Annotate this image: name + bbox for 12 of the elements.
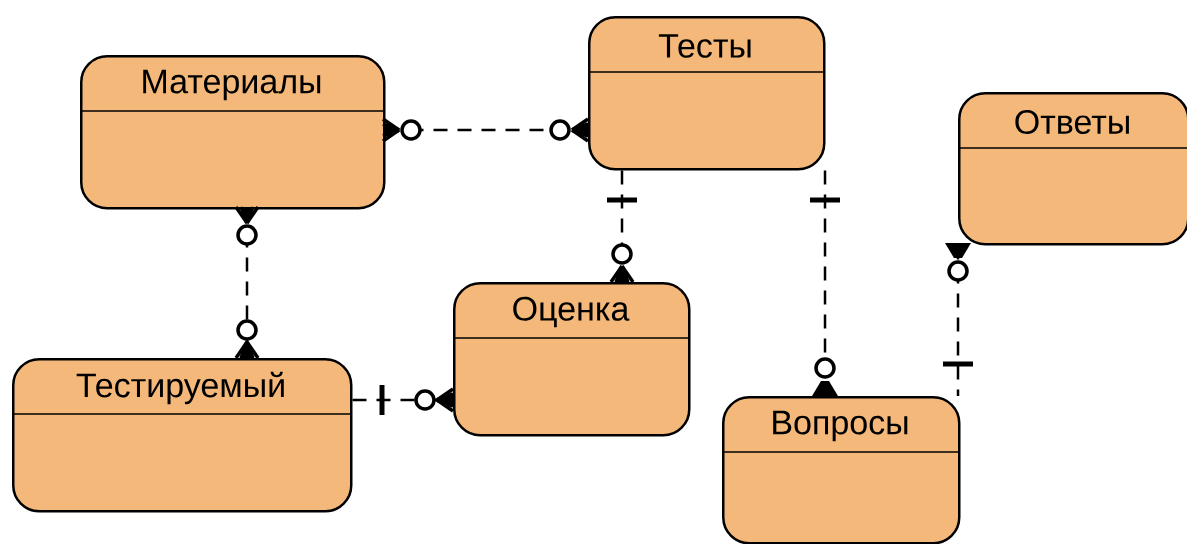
entity-box: Тестируемый: [11, 358, 353, 513]
entity-box: Тесты: [587, 16, 826, 171]
entity-box: Оценка: [452, 282, 691, 437]
relationship-line: [607, 170, 637, 283]
entity-box: Материалы: [79, 55, 386, 210]
relationship-line: [352, 385, 454, 415]
entity-box: Вопросы: [721, 396, 961, 544]
relationship-line: [382, 117, 589, 143]
relationship-line: [943, 243, 973, 396]
relationship-line: [234, 206, 260, 359]
entity-box: Ответы: [957, 92, 1187, 246]
relationship-line: [810, 170, 840, 396]
